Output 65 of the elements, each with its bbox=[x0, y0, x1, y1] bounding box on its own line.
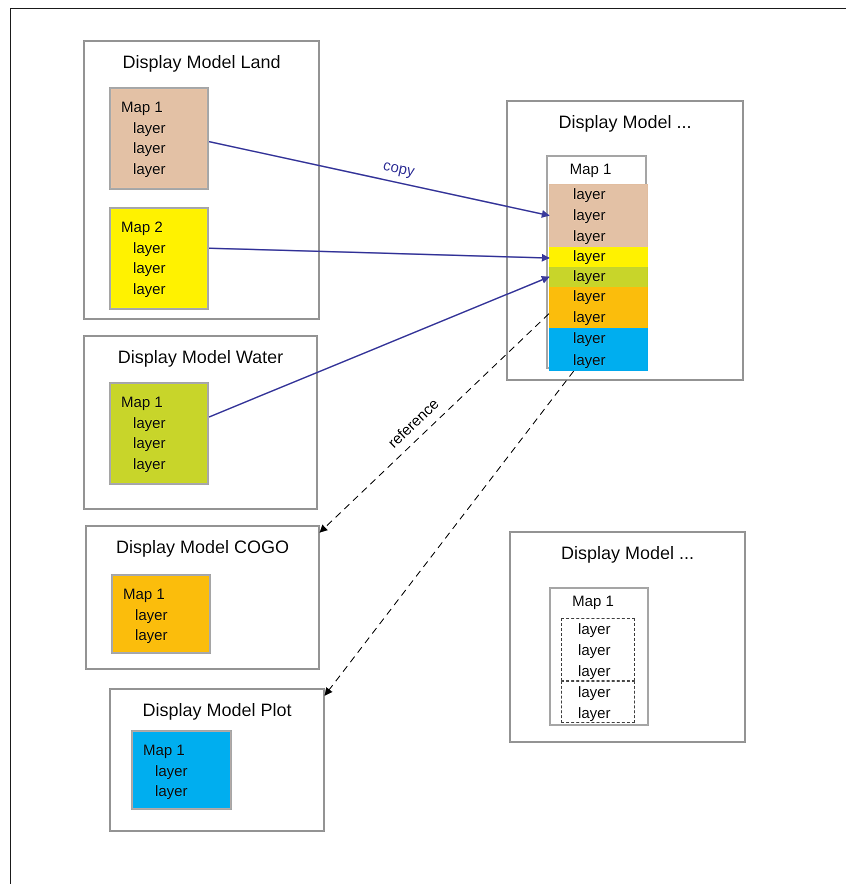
display-model-panel bbox=[506, 100, 744, 381]
arrow bbox=[208, 247, 550, 262]
map-title: Map 1 bbox=[123, 585, 166, 605]
layer-label: layer bbox=[578, 704, 612, 724]
layer-label: layer bbox=[573, 206, 607, 226]
map-box bbox=[546, 155, 647, 369]
layer-group bbox=[561, 618, 635, 681]
layer-label: layer bbox=[132, 434, 167, 454]
display-model-panel bbox=[83, 40, 320, 320]
layer-band bbox=[549, 267, 648, 287]
layer-label: layer bbox=[132, 454, 167, 474]
layer-label: layer bbox=[578, 620, 612, 640]
map-title: Map 1 bbox=[571, 592, 615, 612]
display-model-panel bbox=[85, 525, 320, 670]
layer-label: layer bbox=[573, 287, 607, 307]
layer-band bbox=[549, 247, 648, 267]
panel-title: Display Model ... bbox=[557, 112, 693, 133]
layer-label: layer bbox=[573, 185, 607, 205]
layer-label: layer bbox=[132, 139, 167, 159]
layer-label: layer bbox=[132, 160, 167, 180]
layer-label: layer bbox=[134, 626, 169, 646]
layer-label: layer bbox=[573, 247, 607, 267]
layer-label: layer bbox=[573, 329, 607, 349]
map-box bbox=[131, 730, 232, 810]
map-box bbox=[111, 574, 211, 654]
layer-label: layer bbox=[578, 662, 612, 682]
layer-label: layer bbox=[154, 782, 189, 802]
layer-label: layer bbox=[573, 350, 607, 370]
panel-title: Display Model COGO bbox=[114, 537, 290, 558]
layer-label: layer bbox=[573, 267, 607, 287]
layer-label: layer bbox=[132, 238, 167, 258]
map-title: Map 1 bbox=[143, 741, 186, 761]
layer-label: layer bbox=[154, 762, 189, 782]
map-title: Map 1 bbox=[121, 98, 164, 118]
display-model-panel bbox=[509, 531, 746, 743]
panel-title: Display Model Land bbox=[121, 52, 282, 73]
layer-label: layer bbox=[573, 308, 607, 328]
layer-band bbox=[549, 184, 648, 247]
dashed-arrow bbox=[324, 370, 574, 696]
layer-band bbox=[549, 328, 648, 371]
arrow bbox=[208, 140, 550, 218]
layer-label: layer bbox=[132, 414, 167, 434]
map-box bbox=[109, 87, 209, 190]
map-title: Map 1 bbox=[121, 393, 164, 413]
map-title: Map 2 bbox=[121, 218, 164, 238]
display-model-panel bbox=[83, 335, 318, 510]
layer-label: layer bbox=[132, 259, 167, 279]
layer-label: layer bbox=[134, 606, 169, 626]
map-box bbox=[109, 207, 209, 310]
map-title: Map 1 bbox=[568, 160, 612, 180]
layer-label: layer bbox=[578, 683, 612, 703]
layer-label: layer bbox=[132, 280, 167, 300]
layer-label: layer bbox=[132, 118, 167, 138]
panel-title: Display Model ... bbox=[560, 543, 696, 564]
layer-label: layer bbox=[578, 641, 612, 661]
panel-title: Display Model Water bbox=[116, 347, 284, 368]
dashed-arrow bbox=[319, 313, 550, 533]
layer-band bbox=[549, 287, 648, 328]
panel-title: Display Model Plot bbox=[141, 700, 293, 721]
display-model-panel bbox=[109, 688, 325, 832]
arrow bbox=[208, 276, 550, 418]
layer-label: layer bbox=[573, 227, 607, 247]
map-box bbox=[549, 587, 649, 726]
layer-group bbox=[561, 681, 635, 723]
map-box bbox=[109, 382, 209, 485]
